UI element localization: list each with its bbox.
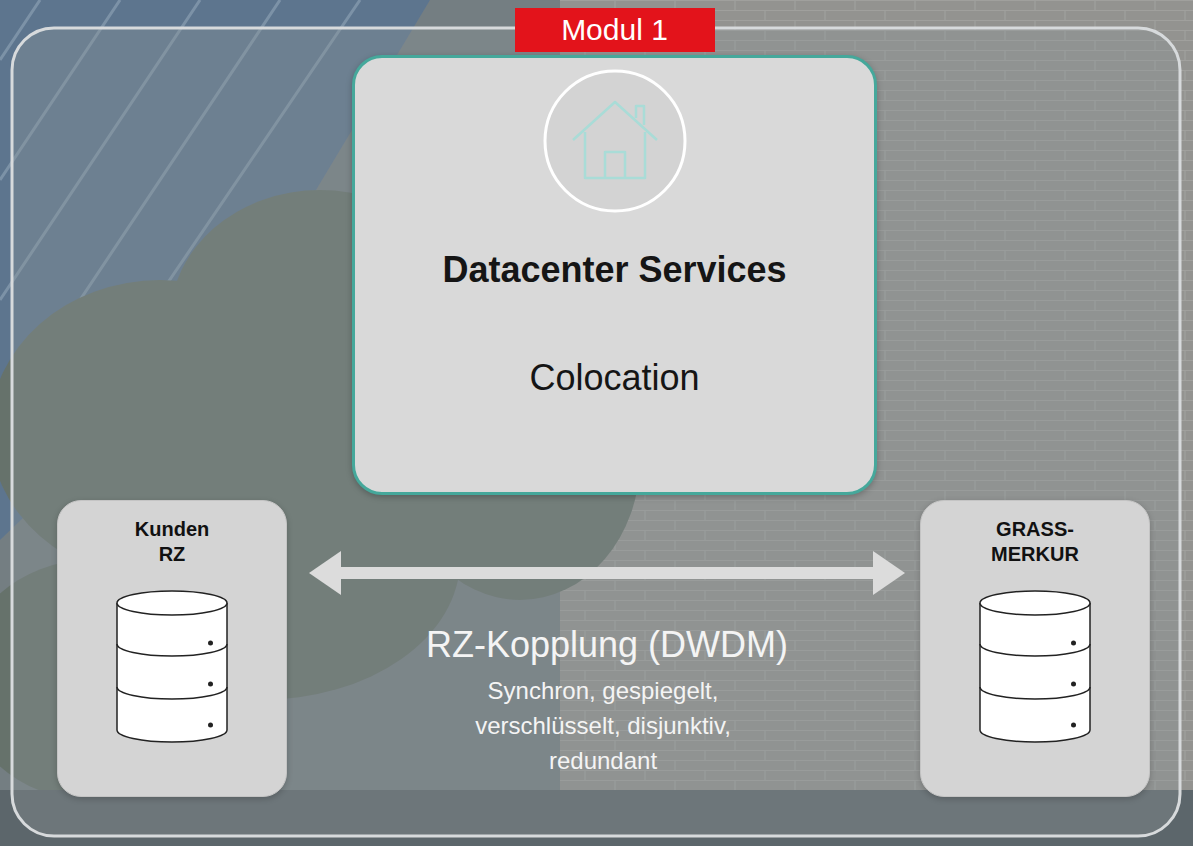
datacenter-box: Kunden RZ (57, 500, 287, 797)
outer-panel (12, 28, 1180, 836)
database-icon (978, 589, 1093, 746)
service-subtitle: Colocation (355, 356, 874, 400)
coupling-arrow (341, 567, 873, 579)
module-tag: Modul 1 (515, 8, 715, 52)
datacenter-box: GRASS- MERKUR (920, 500, 1150, 797)
database-icon (115, 589, 230, 746)
house-icon (540, 66, 690, 216)
connection-note: Synchron, gespiegelt, verschlüsselt, dis… (433, 673, 773, 778)
connection-label: RZ-Kopplung (DWDM) (307, 623, 907, 667)
service-box: Modul 1Datacenter ServicesColocation (352, 55, 877, 495)
site-name: GRASS- MERKUR (991, 517, 1079, 567)
service-title: Datacenter Services (355, 248, 874, 292)
site-name: Kunden RZ (135, 517, 209, 567)
